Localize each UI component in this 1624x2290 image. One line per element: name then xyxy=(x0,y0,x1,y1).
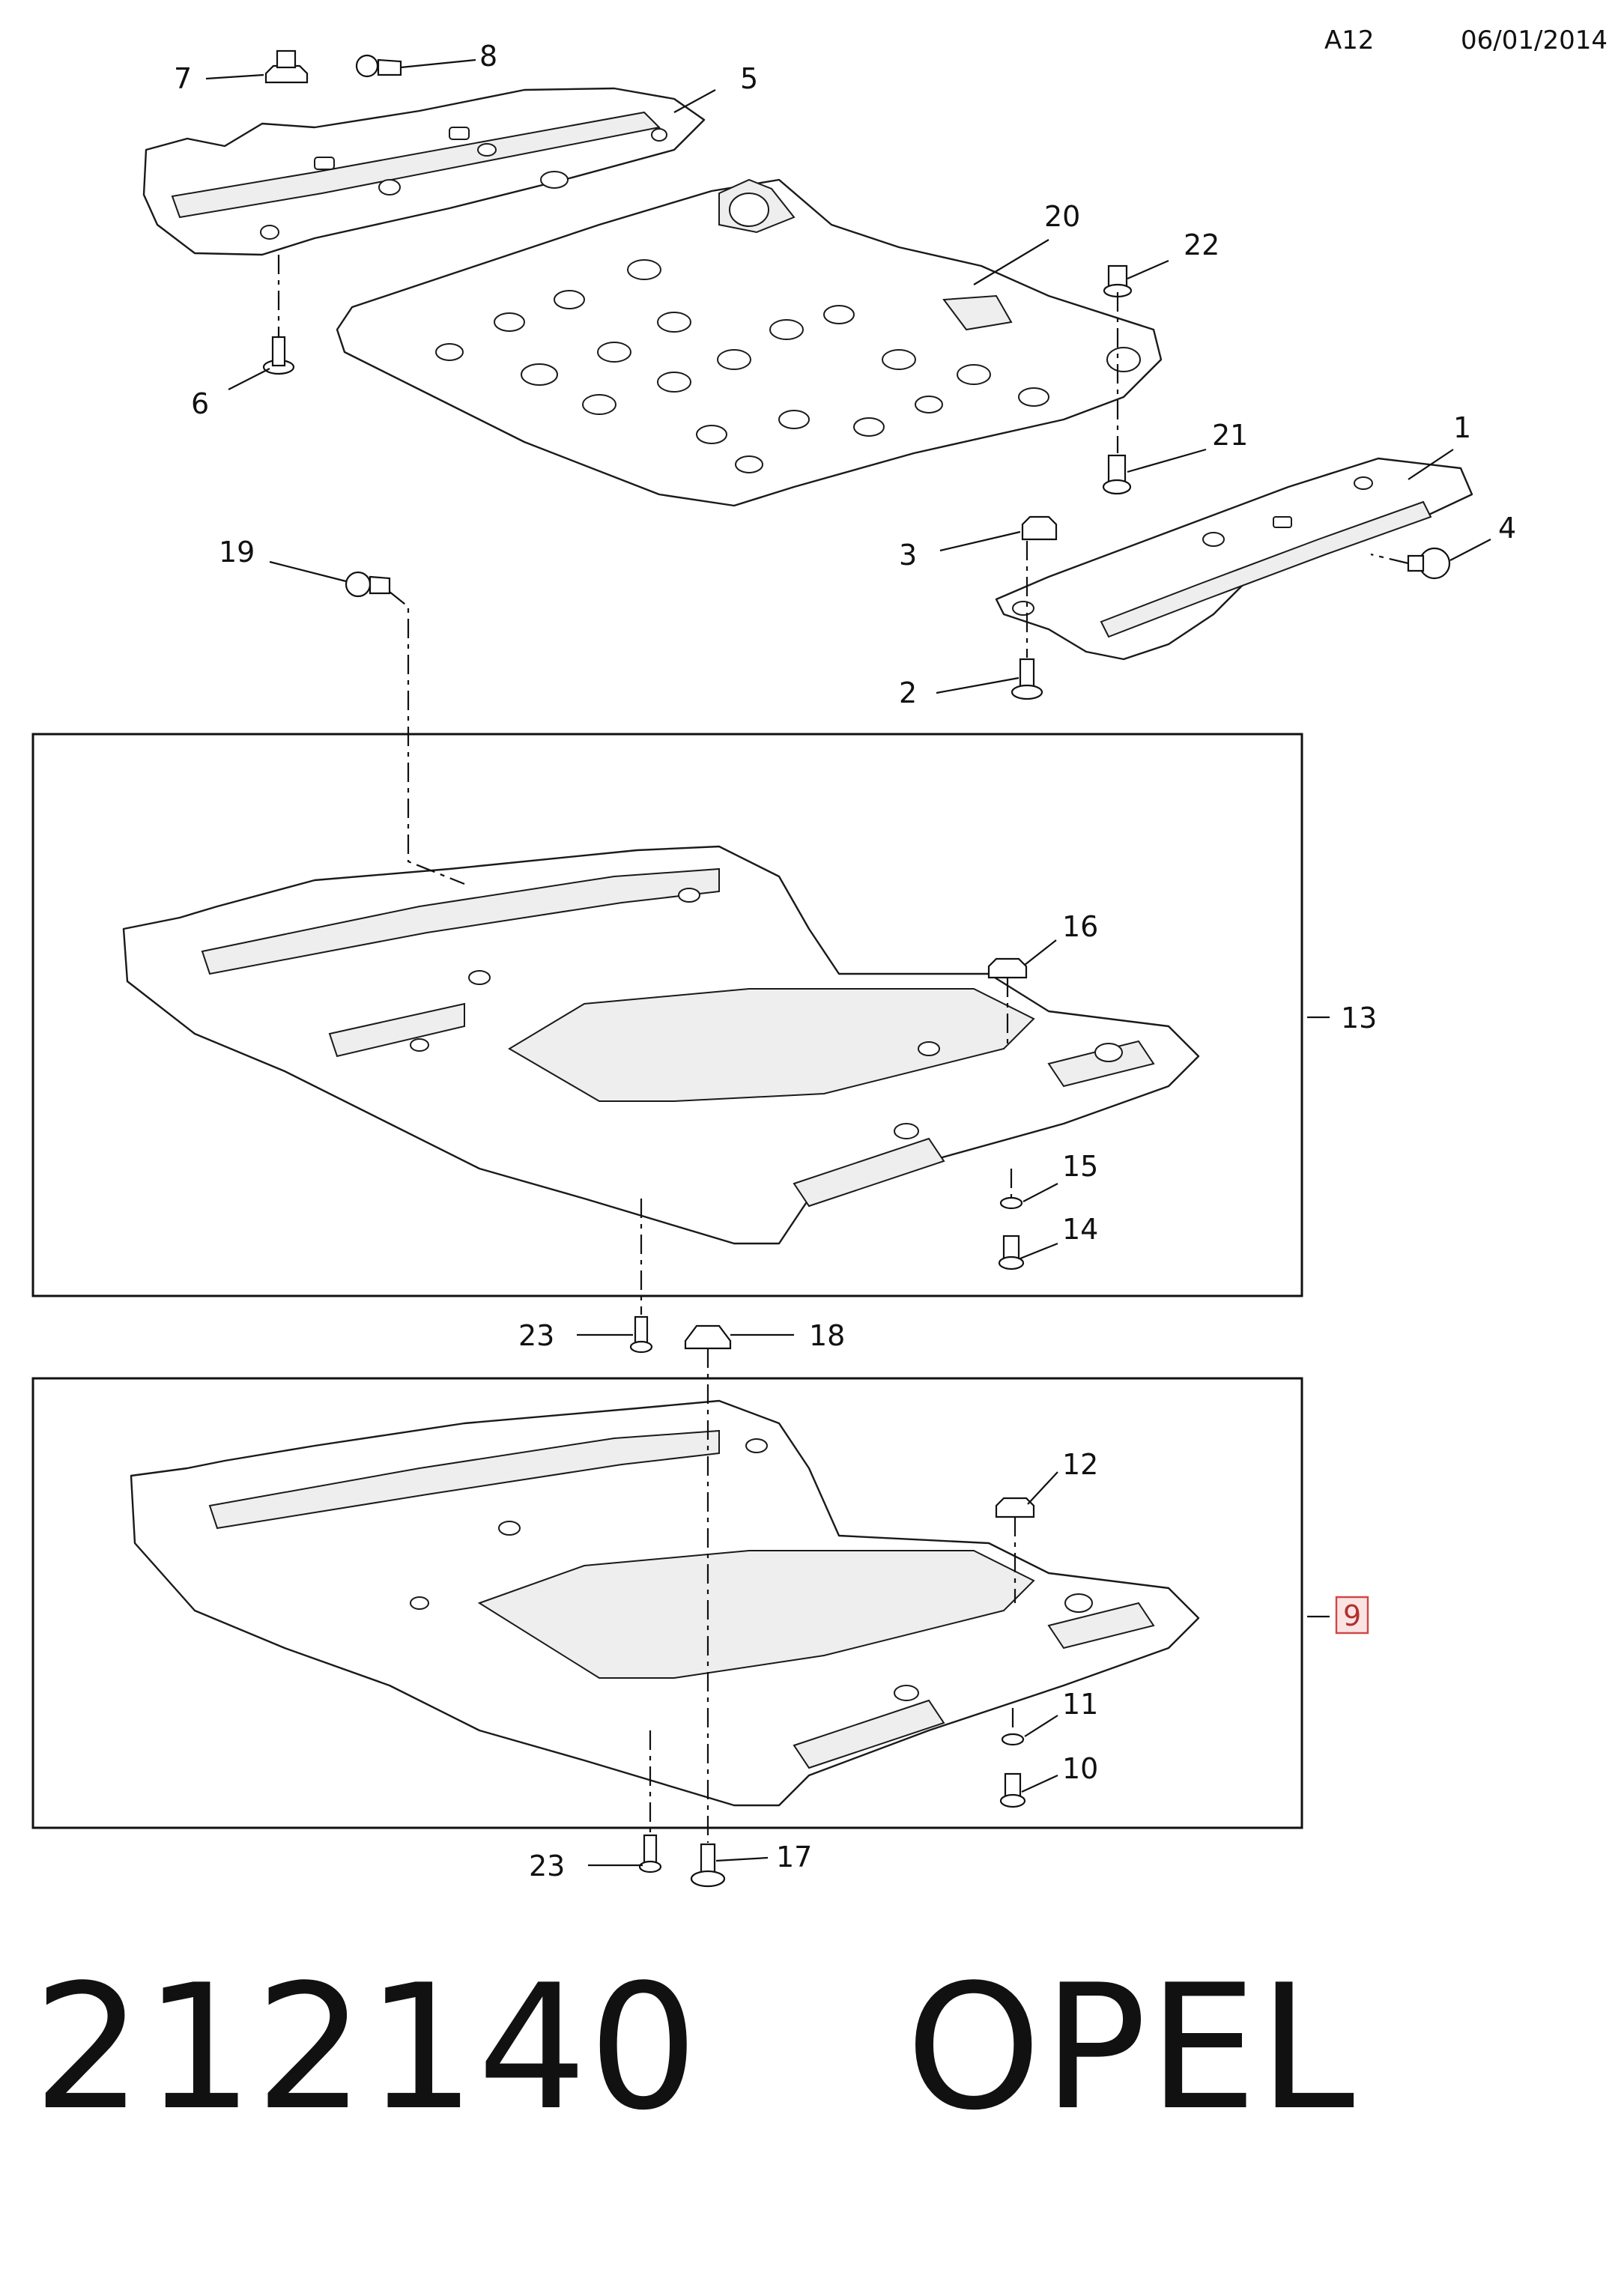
screw-part-17[interactable] xyxy=(690,1843,726,1888)
callout-1: 1 xyxy=(1453,411,1471,444)
assembly-9-frame xyxy=(31,1377,1303,1829)
callout-4: 4 xyxy=(1498,512,1516,545)
shield-part-1[interactable] xyxy=(995,457,1473,661)
callout-6: 6 xyxy=(191,387,209,420)
callout-21: 21 xyxy=(1212,419,1248,452)
bolt-part-21[interactable] xyxy=(1102,454,1132,495)
clip-part-18[interactable] xyxy=(684,1324,732,1350)
callout-9-highlight xyxy=(1335,1596,1369,1635)
clip-part-3[interactable] xyxy=(1021,515,1058,541)
callout-2: 2 xyxy=(899,676,917,709)
footer: 212140 OPEL xyxy=(33,1963,1356,2135)
callout-7: 7 xyxy=(174,62,192,95)
pin-part-23-upper[interactable] xyxy=(629,1315,653,1354)
screw-part-6[interactable] xyxy=(262,336,295,375)
callout-12: 12 xyxy=(1062,1448,1098,1481)
callout-23-lower: 23 xyxy=(529,1850,565,1882)
bolt-part-14[interactable] xyxy=(998,1235,1025,1270)
callout-15: 15 xyxy=(1062,1150,1098,1183)
shield-assembly-13[interactable] xyxy=(122,845,1200,1245)
shield-part-20[interactable] xyxy=(336,178,1163,507)
push-pin-part-4[interactable] xyxy=(1407,547,1451,580)
clip-part-8[interactable] xyxy=(355,54,402,78)
washer-part-11[interactable] xyxy=(1001,1733,1025,1746)
callout-16: 16 xyxy=(1062,910,1098,943)
bolt-part-22[interactable] xyxy=(1103,264,1133,298)
clip-part-19[interactable] xyxy=(345,571,391,598)
bolt-part-10[interactable] xyxy=(999,1772,1026,1808)
callout-13: 13 xyxy=(1341,1002,1377,1035)
page-code: A12 xyxy=(1324,25,1375,55)
callout-17: 17 xyxy=(776,1841,812,1874)
callout-11: 11 xyxy=(1062,1688,1098,1721)
callout-18: 18 xyxy=(809,1319,845,1352)
callout-14: 14 xyxy=(1062,1213,1098,1246)
nut-clip-part-16[interactable] xyxy=(987,957,1028,979)
shield-part-5[interactable] xyxy=(142,87,706,256)
callout-3: 3 xyxy=(899,539,917,572)
brand-name: OPEL xyxy=(906,1948,1357,2148)
part-number: 212140 xyxy=(33,1948,700,2148)
callout-22: 22 xyxy=(1184,228,1219,261)
shield-assembly-9[interactable] xyxy=(130,1399,1200,1807)
callout-20: 20 xyxy=(1044,200,1080,233)
callout-9[interactable]: 9 xyxy=(1343,1599,1361,1632)
pin-part-23-lower[interactable] xyxy=(638,1834,662,1874)
callout-5: 5 xyxy=(740,62,758,95)
callout-19: 19 xyxy=(219,536,255,569)
callout-10: 10 xyxy=(1062,1752,1098,1785)
diagram-date: 06/01/2014 xyxy=(1461,25,1608,55)
assembly-13-frame xyxy=(31,733,1303,1297)
washer-part-15[interactable] xyxy=(999,1196,1023,1210)
nut-clip-part-12[interactable] xyxy=(995,1497,1035,1518)
fastener-part-7[interactable] xyxy=(264,49,309,84)
screw-part-2[interactable] xyxy=(1011,658,1043,700)
callout-23-upper: 23 xyxy=(518,1319,554,1352)
callout-8: 8 xyxy=(479,40,497,73)
